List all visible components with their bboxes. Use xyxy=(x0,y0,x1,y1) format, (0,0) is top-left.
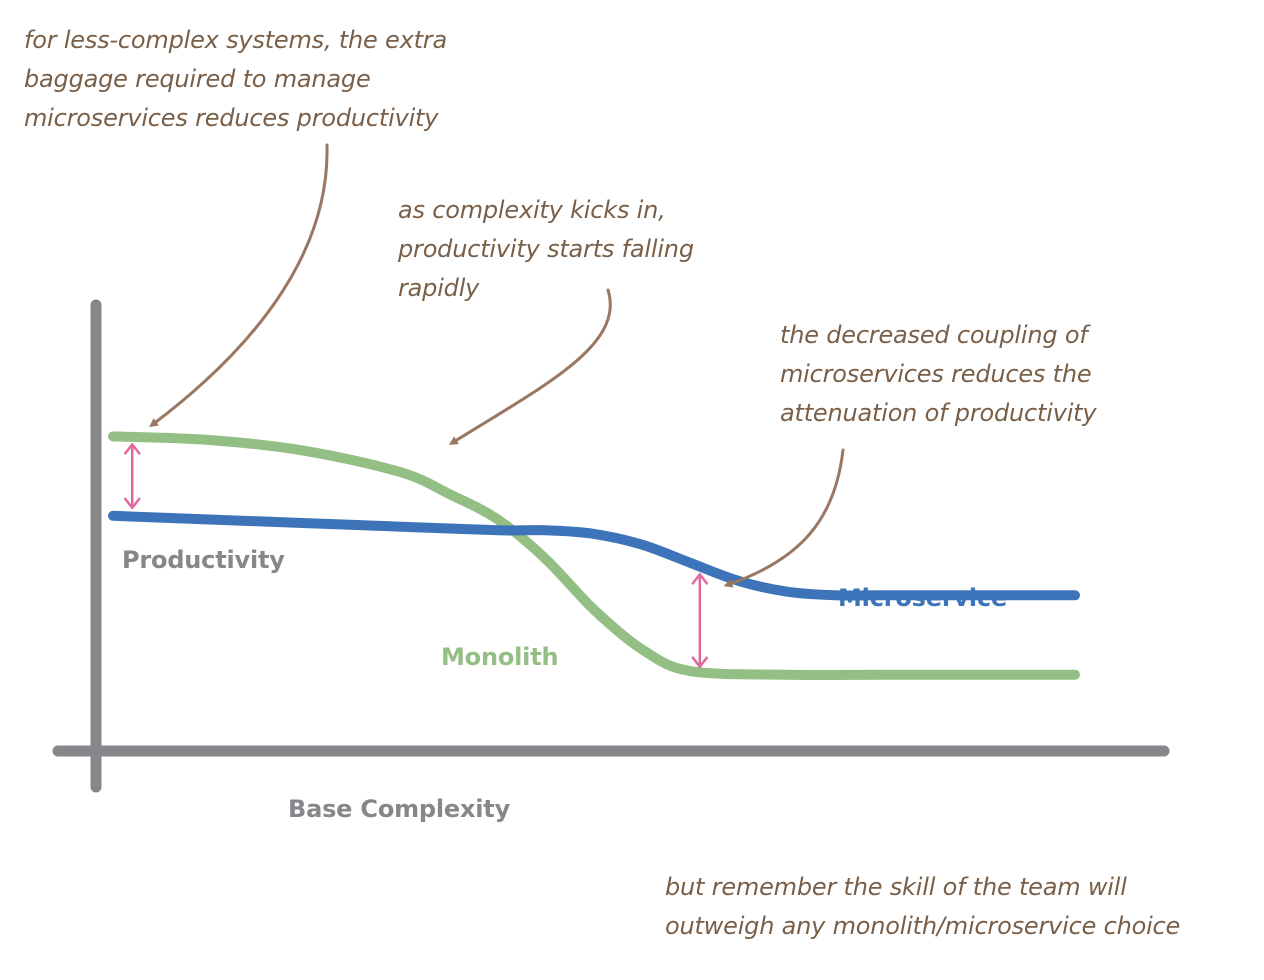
x-axis-label: Base Complexity xyxy=(288,795,511,823)
annotation-line: baggage required to manage xyxy=(24,65,371,93)
annotation-line: microservices reduces productivity xyxy=(24,104,439,132)
annotation-line: but remember the skill of the team will xyxy=(665,873,1127,901)
microservice-series-line xyxy=(108,510,1080,601)
y-axis-label: Productivity xyxy=(122,546,285,574)
microservice-series-label: Microservice xyxy=(838,584,1008,612)
gap-marker-head-bottom xyxy=(691,656,709,668)
annotation-line: microservices reduces the xyxy=(780,360,1092,388)
annotation-arrow-decreased-coupling xyxy=(723,448,845,588)
annotation-arrow-less-complex xyxy=(149,143,329,428)
gap-marker-head-top xyxy=(691,573,709,585)
monolith-series-line xyxy=(108,431,1080,680)
annotation-line: attenuation of productivity xyxy=(780,399,1097,427)
gap-marker-head-top xyxy=(123,443,141,455)
annotation-line: the decreased coupling of xyxy=(780,321,1088,349)
annotation-skill-of-team: but remember the skill of the team will … xyxy=(665,868,1180,946)
annotation-line: outweigh any monolith/microservice choic… xyxy=(665,912,1181,940)
annotation-line: rapidly xyxy=(398,274,480,302)
annotation-complexity-kicks-in: as complexity kicks in, productivity sta… xyxy=(398,191,694,308)
annotation-arrow-complexity-kicks-in xyxy=(448,288,612,445)
annotation-arrows xyxy=(149,143,845,588)
annotation-line: for less-complex systems, the extra xyxy=(24,26,447,54)
monolith-series-label: Monolith xyxy=(441,643,559,671)
productivity-gap-markers xyxy=(123,443,709,668)
annotation-less-complex: for less-complex systems, the extra bagg… xyxy=(24,21,447,138)
gap-marker-1 xyxy=(123,443,141,510)
gap-marker-head-bottom xyxy=(123,497,141,510)
gap-marker-2 xyxy=(691,573,709,668)
annotation-line: productivity starts falling xyxy=(398,235,694,263)
annotation-line: as complexity kicks in, xyxy=(398,196,666,224)
annotation-decreased-coupling: the decreased coupling of microservices … xyxy=(780,316,1097,433)
